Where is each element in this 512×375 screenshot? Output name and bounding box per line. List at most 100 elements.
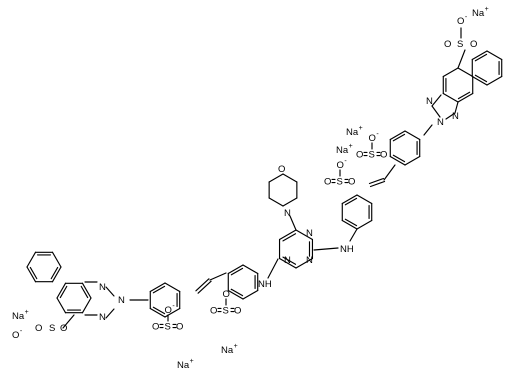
- morpholine-ring: [268, 173, 284, 183]
- aromatic-inner-bond-line: [282, 233, 297, 242]
- bond-line: [105, 286, 115, 297]
- double-bond-line: [197, 280, 212, 294]
- sodium-ion-2-charge: +: [359, 125, 363, 132]
- sulfonate-lower-a-oxygen-anion: O: [165, 305, 172, 316]
- phenyl-ring-lower-left: [149, 282, 166, 293]
- sulfonate-r-oxygen-right: O: [470, 39, 477, 50]
- triazine-nitrogen-2: N: [284, 255, 291, 266]
- double-bond-line: [369, 180, 386, 188]
- sodium-ion-3-charge: +: [349, 143, 353, 150]
- sodium-ion-5: Na: [177, 360, 190, 371]
- sulfonate-upper-a-oxygen-anion: O: [369, 133, 376, 144]
- bond-lines: [26, 27, 503, 329]
- sodium-ion-4: Na: [221, 345, 234, 356]
- triazole-left-nitrogen-2: N: [118, 295, 125, 306]
- sulfonate-upper-a-oxygen-left: O: [356, 150, 363, 161]
- triazine-nitrogen-1: N: [306, 228, 313, 239]
- phenyl-ring-lower-left: [164, 282, 181, 293]
- aromatic-inner-bond-line: [152, 306, 166, 315]
- sulfonate-upper-b-oxygen-right: O: [348, 177, 355, 188]
- bond-line: [431, 105, 441, 118]
- triazine-ring: [295, 229, 314, 241]
- sulfonate-r-oxygen-left: O: [444, 39, 451, 50]
- triazine-nitrogen-3: N: [306, 255, 313, 266]
- sodium-ion-1-charge: +: [485, 6, 489, 13]
- sulfonate-l-oxygen-right: O: [60, 323, 67, 334]
- sulfonate-lower-b-oxygen-anion: O: [223, 289, 230, 300]
- bond-line: [289, 215, 297, 231]
- naphthalene-ring-left-outer: [26, 266, 37, 283]
- sulfonate-r-oxygen-anion-charge: -: [465, 14, 468, 21]
- aromatic-inner-bond-line: [50, 266, 59, 280]
- bond-line: [445, 112, 456, 120]
- naphthalene-ring-left-inner: [56, 297, 67, 314]
- double-bond-line: [368, 177, 385, 185]
- aromatic-inner-bond-line: [392, 133, 406, 142]
- naphthalene-ring-left-outer: [51, 266, 62, 283]
- sulfonate-lower-a-oxygen-left: O: [152, 322, 159, 333]
- bond-line: [349, 228, 358, 242]
- naphthalene-ring-right-inner: [457, 92, 474, 103]
- phenyl-ring-middle-left: [227, 264, 244, 275]
- sulfonate-lower-b-oxygen-left: O: [210, 306, 217, 317]
- bond-line: [313, 247, 339, 251]
- sulfonate-upper-b-oxygen-left: O: [324, 177, 331, 188]
- sulfonate-upper-b-sulfur: S: [337, 177, 343, 188]
- bond-line: [431, 94, 442, 107]
- naphthalene-ring-left-inner: [81, 282, 92, 299]
- sulfonate-lower-b-sulfur: S: [223, 306, 229, 317]
- bond-line: [62, 314, 75, 329]
- amine-left: NH: [258, 279, 272, 290]
- morpholine-nitrogen: N: [284, 208, 291, 219]
- triazine-ring: [295, 257, 314, 269]
- aromatic-inner-bond-line: [474, 53, 488, 62]
- naphthalene-ring-right-outer: [471, 50, 488, 61]
- aromatic-inner-bond-line: [230, 267, 244, 276]
- phenyl-ring-middle-right: [341, 194, 358, 205]
- phenyl-ring-middle-left: [242, 289, 259, 300]
- phenyl-ring-lower-left: [149, 307, 166, 318]
- triazole-nitrogen-1: N: [426, 96, 433, 107]
- aromatic-inner-bond-line: [474, 74, 488, 83]
- bond-line: [105, 308, 115, 319]
- sulfonate-upper-b-oxygen-anion: O: [337, 160, 344, 171]
- bond-line: [383, 164, 396, 181]
- morpholine-ring: [282, 197, 298, 207]
- aromatic-inner-bond-line: [80, 285, 89, 299]
- sulfonate-l-oxygen-left: O: [35, 323, 42, 334]
- morpholine-ring: [282, 173, 298, 183]
- phenyl-ring-middle-left: [242, 264, 259, 275]
- bond-line: [457, 49, 466, 69]
- aromatic-inner-bond-line: [392, 154, 406, 163]
- sulfonate-upper-b-oxygen-anion-charge: -: [344, 158, 347, 165]
- triazole-left-nitrogen-3: N: [99, 312, 106, 323]
- morpholine-oxygen: O: [278, 164, 285, 175]
- sodium-ion-1: Na: [472, 8, 485, 19]
- sodium-ion-2: Na: [346, 127, 359, 138]
- sulfonate-upper-a-oxygen-anion-charge: -: [376, 131, 379, 138]
- sulfonate-lower-b-oxygen-anion-charge: -: [230, 287, 233, 294]
- sulfonate-lower-a-oxygen-anion-charge: -: [172, 303, 175, 310]
- naphthalene-ring-right-outer: [486, 75, 503, 86]
- sodium-ion-6: Na: [12, 311, 25, 322]
- sulfonate-lower-a-sulfur: S: [165, 322, 171, 333]
- aromatic-inner-bond-line: [230, 288, 244, 297]
- sulfonate-l-oxygen-anion-charge: -: [20, 328, 23, 335]
- naphthalene-ring-right-inner: [442, 67, 459, 78]
- naphthalene-ring-left-outer: [26, 251, 37, 268]
- bond-line: [454, 101, 459, 114]
- aromatic-inner-bond-line: [344, 197, 358, 206]
- naphthalene-ring-right-inner: [442, 92, 459, 103]
- aromatic-inner-bond-line: [457, 91, 471, 100]
- naphthalene-ring-left-inner: [81, 297, 92, 314]
- phenyl-ring-middle-right: [356, 219, 373, 230]
- sulfonate-l-sulfur: S: [49, 323, 55, 334]
- sulfonate-upper-a-sulfur: S: [369, 150, 375, 161]
- phenyl-ring-upper-right: [389, 155, 406, 166]
- phenyl-ring-middle-right: [356, 194, 373, 205]
- phenyl-ring-middle-left: [227, 289, 244, 300]
- naphthalene-ring-right-outer: [471, 75, 488, 86]
- phenyl-ring-upper-right: [404, 155, 421, 166]
